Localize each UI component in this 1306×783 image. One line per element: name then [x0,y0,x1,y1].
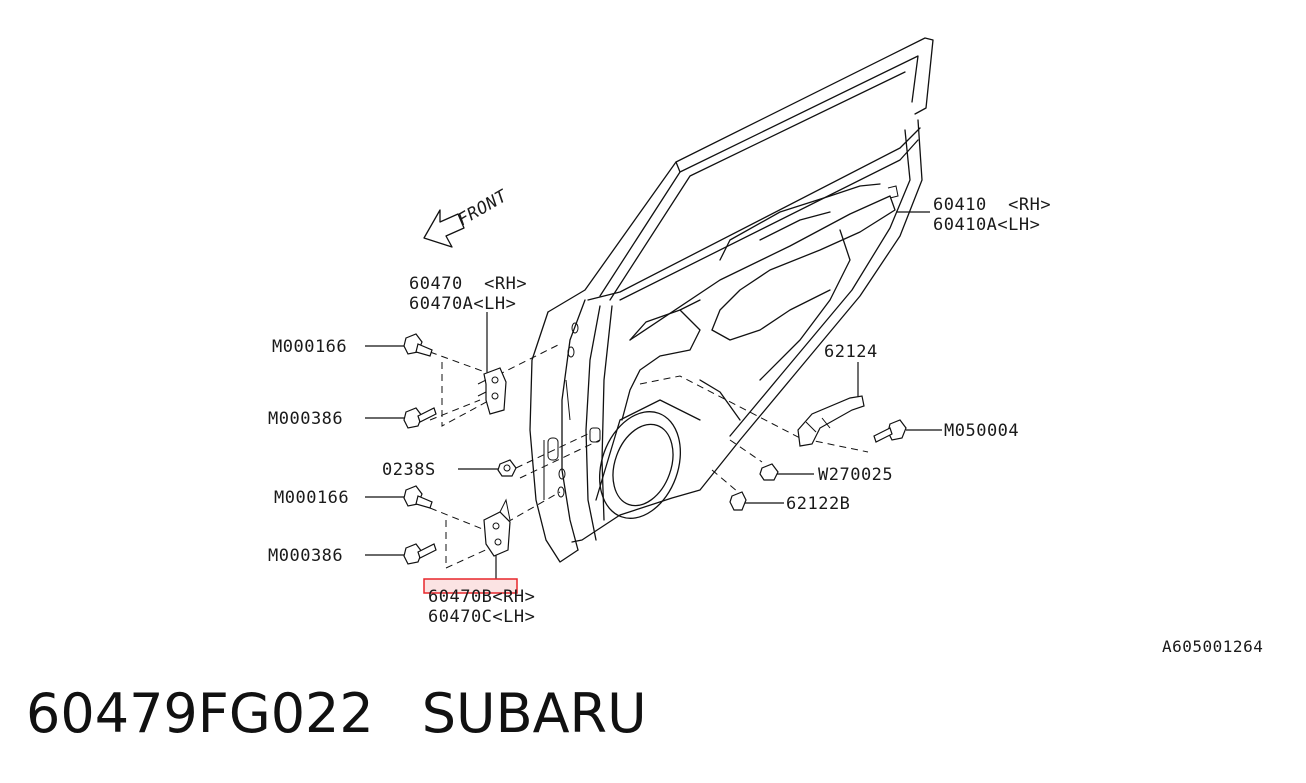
lower-hinge [483,498,511,557]
leader-lines [365,211,942,580]
upper-hinge [477,367,507,415]
label-checker: 62124 [824,342,878,362]
highlight-box [423,578,518,594]
clip-icon [729,491,747,511]
bolt-icon [403,543,437,565]
label-nut: 0238S [382,460,436,480]
label-door-rh: 60410 <RH> [933,195,1051,215]
label-bolt-lower-2: M000386 [268,546,343,566]
label-bolt-upper-1: M000166 [272,337,347,357]
bolt-icon [403,333,433,357]
nut-icon [497,459,517,477]
part-number: 60479FG022 [26,682,374,745]
front-label: FRONT [455,186,513,231]
label-upper-hinge-rh: 60470 <RH> [409,274,527,294]
nut-icon [759,463,779,481]
diagram-ref-code: A605001264 [1162,637,1263,656]
label-upper-hinge-lh: 60470A<LH> [409,294,516,314]
bolt-icon [873,419,907,443]
label-checker-clip: 62122B [786,494,850,514]
brand-name: SUBARU [421,682,647,745]
bolt-icon [403,407,437,429]
label-checker-bolt: M050004 [944,421,1019,441]
footer-title: 60479FG022 SUBARU [26,682,647,745]
label-lower-hinge-lh: 60470C<LH> [428,607,535,627]
door-checker [797,395,865,447]
bolt-icon [403,485,433,509]
label-lower-hinge-rh[interactable]: 60470B<RH> [428,587,535,607]
label-bolt-upper-2: M000386 [268,409,343,429]
label-bolt-lower-1: M000166 [274,488,349,508]
front-arrow-icon: FRONT [423,186,513,248]
label-door-lh: 60410A<LH> [933,215,1040,235]
door-panel [529,37,934,563]
label-checker-nut: W270025 [818,465,893,485]
